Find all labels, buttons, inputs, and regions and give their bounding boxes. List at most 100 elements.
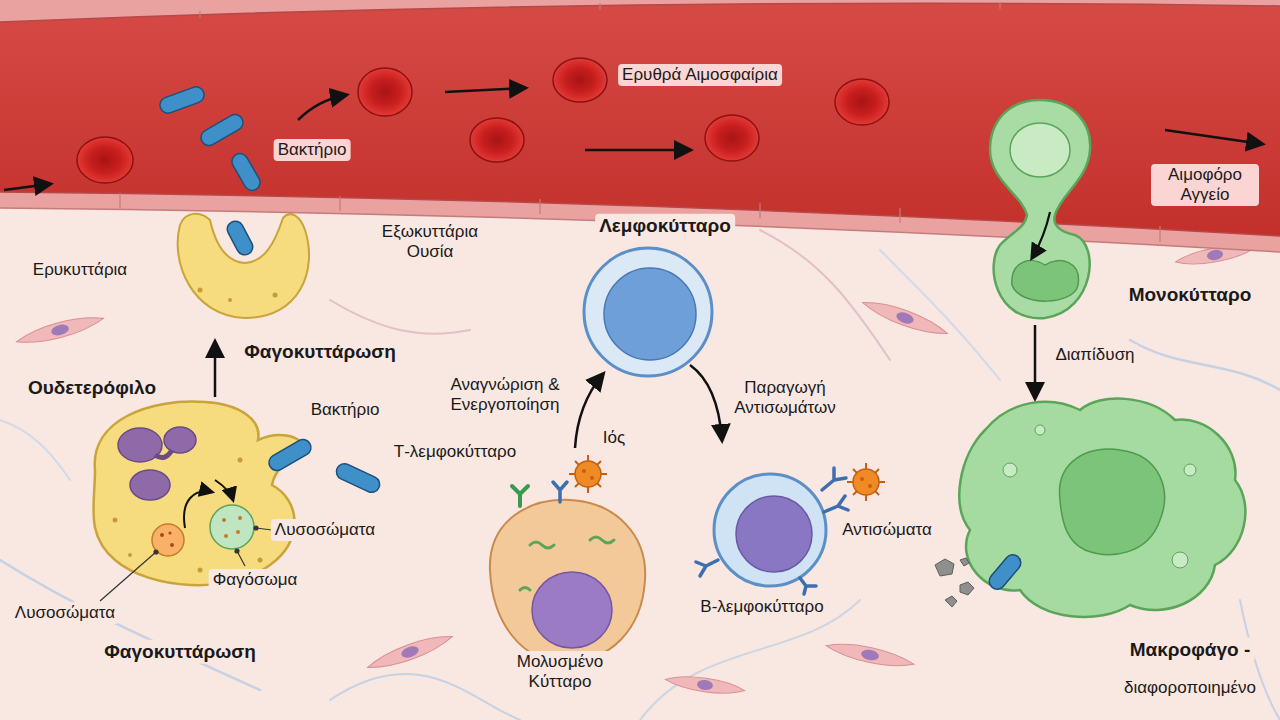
- tissue-fibers: [0, 230, 1280, 720]
- neutrophil: [168, 531, 171, 534]
- b-lymphocyte: [824, 496, 848, 512]
- virus: [853, 469, 879, 495]
- virus: [575, 461, 601, 487]
- label: Ερυθρά Αιμοσφαίρια: [618, 64, 782, 86]
- neutrophil: [130, 470, 170, 500]
- macrophage: [986, 552, 1024, 593]
- b-lymphocyte: [736, 496, 812, 572]
- red-blood-cell: [77, 58, 889, 183]
- neutrophil: [155, 450, 172, 458]
- red-blood-cell: [358, 68, 412, 116]
- monocyte: [1032, 212, 1050, 258]
- virus: [582, 469, 586, 473]
- fibroblast: [664, 673, 745, 698]
- neutrophil: [93, 402, 308, 586]
- red-blood-cell: [77, 137, 133, 183]
- blood-vessel: [759, 203, 760, 218]
- virus: [590, 476, 594, 480]
- macrophage: [959, 399, 1245, 617]
- infected-cell: [520, 537, 614, 590]
- debris: [945, 596, 957, 607]
- neutrophil: [184, 491, 212, 528]
- virus: [860, 477, 864, 481]
- infected-cell: [530, 542, 554, 548]
- infected-cell: [490, 500, 645, 662]
- macrophage: [1003, 425, 1196, 568]
- neutrophil: [113, 518, 118, 523]
- debris: [960, 582, 974, 595]
- cell-title: Φαγοκυττάρωση: [100, 640, 260, 664]
- tissue-fibers: [330, 300, 470, 334]
- macrophage: [959, 399, 1245, 617]
- label: Εξωκυττάρια Ουσία: [370, 221, 490, 263]
- cell-title: Μονοκύτταρο: [1125, 283, 1256, 307]
- lymphocyte: [584, 248, 712, 376]
- flow-arrow: [298, 95, 346, 120]
- bacterium: [334, 461, 382, 495]
- neutrophil: [113, 458, 263, 573]
- virus: [853, 469, 879, 495]
- tissue-fibers: [0, 420, 70, 480]
- blood-vessel: [339, 196, 340, 211]
- label: διαφοροποιημένο: [1120, 677, 1260, 699]
- blood-vessel: [899, 208, 900, 223]
- bacterium: [198, 112, 246, 149]
- infected-cell: [490, 482, 645, 662]
- neutrophil-phagocytosis: [178, 214, 309, 318]
- red-blood-cell: [705, 115, 759, 161]
- virus: [847, 463, 885, 501]
- macrophage: [1060, 449, 1165, 554]
- label: Φαγόσωμα: [209, 569, 302, 591]
- neutrophil: [160, 533, 164, 537]
- neutrophil-phagocytosis: [228, 298, 232, 302]
- infected-cell: [532, 572, 612, 648]
- red-blood-cell: [835, 79, 889, 125]
- label: Παραγωγή Αντισωμάτων: [725, 377, 845, 419]
- debris: [935, 559, 954, 576]
- fibroblast: [860, 296, 950, 341]
- label: Ιός: [599, 427, 629, 449]
- label: Βακτήριο: [274, 139, 351, 161]
- virus: [868, 484, 872, 488]
- neutrophil: [224, 534, 228, 538]
- fibroblast: [1206, 249, 1223, 262]
- fibroblast: [895, 310, 915, 326]
- red-blood-cell: [470, 118, 524, 162]
- monocyte: [990, 100, 1090, 318]
- fibroblast: [50, 323, 70, 337]
- process-arrow: [690, 365, 722, 440]
- fibroblast: [15, 241, 1256, 697]
- leader-line: [254, 526, 258, 530]
- label: Αιμοφόρο Αγγείο: [1151, 164, 1259, 206]
- label: Τ-λεμφοκύτταρο: [390, 441, 520, 463]
- tissue-fibers: [640, 600, 860, 720]
- tissue-fibers: [760, 230, 890, 360]
- label: Αναγνώριση & Ενεργοποίηση: [440, 374, 570, 416]
- blood-vessel: [539, 199, 540, 214]
- fibroblast: [860, 296, 950, 341]
- infected-cell: [520, 588, 530, 591]
- label: Μολυσμένο Κύτταρο: [506, 651, 614, 693]
- neutrophil: [238, 458, 243, 463]
- b-lymphocyte: [800, 578, 816, 594]
- red-blood-cell: [553, 58, 607, 102]
- neutrophil: [118, 427, 196, 500]
- flow-arrow: [585, 149, 690, 152]
- bacterium: [158, 85, 207, 116]
- fibroblast: [15, 311, 106, 349]
- monocyte: [990, 100, 1090, 318]
- monocyte: [1012, 261, 1079, 302]
- neutrophil-phagocytosis: [198, 288, 203, 293]
- neutrophil: [238, 516, 242, 520]
- tissue-fibers: [330, 674, 520, 720]
- neutrophil: [93, 402, 308, 586]
- neutrophil: [258, 558, 263, 563]
- fibroblast: [365, 630, 455, 675]
- label: Βακτήριο: [307, 399, 384, 421]
- label: Ερυκυττάρια: [29, 259, 131, 281]
- blood-vessel: [0, 3, 1280, 22]
- blood-vessel: [0, 3, 1280, 236]
- bacterium: [158, 85, 263, 194]
- label: Αντισώματα: [838, 519, 936, 541]
